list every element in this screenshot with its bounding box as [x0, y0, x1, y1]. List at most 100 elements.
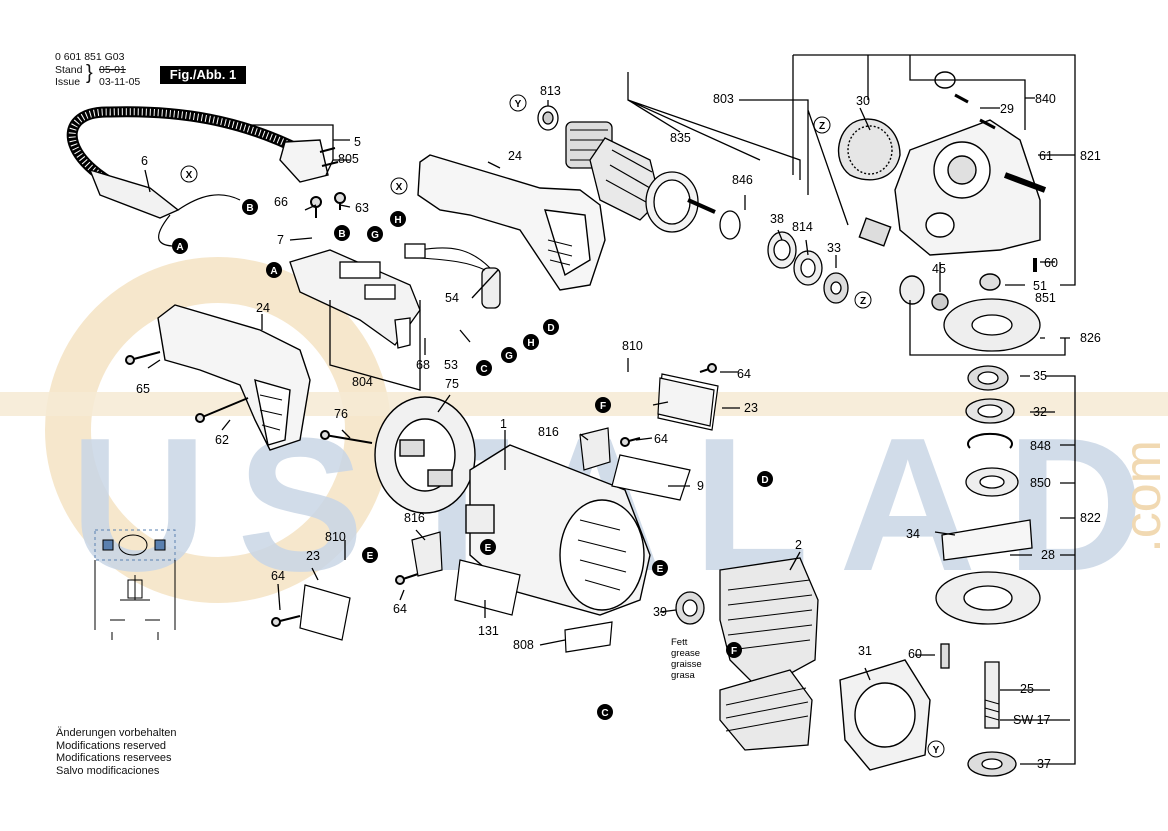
screws	[125, 192, 717, 627]
callout-65: 65	[136, 382, 150, 396]
marker-D-coil: D	[757, 471, 773, 487]
gear-housing	[837, 71, 1047, 311]
marker-D-switch: D	[543, 319, 559, 335]
svg-text:G: G	[371, 230, 379, 241]
marker-F-coil: F	[726, 642, 742, 658]
callout-816-left: 816	[404, 511, 425, 525]
callout-64-c: 64	[271, 569, 285, 583]
watermark-ring	[45, 257, 391, 603]
callout-7: 7	[277, 233, 284, 247]
callout-810-left: 810	[325, 530, 346, 544]
callout-805: 805	[338, 152, 359, 166]
svg-text:Fett: Fett	[671, 637, 688, 648]
svg-text:C: C	[480, 364, 487, 375]
part-number: 0 601 851 G03	[55, 51, 125, 63]
issue-date: 03-11-05	[99, 76, 141, 88]
svg-text:H: H	[527, 338, 534, 349]
callout-39: 39	[653, 605, 667, 619]
callout-25: 25	[1020, 682, 1034, 696]
bearing-39	[675, 591, 705, 625]
marker-G-cap: G	[367, 226, 383, 242]
callout-2: 2	[795, 538, 802, 552]
svg-text:B: B	[246, 203, 253, 214]
callout-835: 835	[670, 131, 691, 145]
callout-54: 54	[445, 291, 459, 305]
marker-A-cord: A	[172, 238, 188, 254]
callout-822: 822	[1080, 511, 1101, 525]
svg-text:Z: Z	[860, 296, 866, 307]
note-de: Änderungen vorbehalten	[56, 727, 177, 739]
callout-60-bottom: 60	[908, 647, 922, 661]
callout-851: 851	[1035, 291, 1056, 305]
callout-32: 32	[1033, 405, 1047, 419]
marker-E-housing: E	[480, 539, 496, 555]
svg-text:Y: Y	[933, 745, 940, 756]
marker-F-brush: F	[595, 397, 611, 413]
motor-housing	[465, 444, 651, 616]
marker-H-cap: H	[390, 211, 406, 227]
svg-text:X: X	[396, 182, 403, 193]
callout-61: 61	[1039, 149, 1053, 163]
callout-66: 66	[274, 195, 288, 209]
connector-markers: A A B B C C D D E E E F F G G H H X X Y …	[172, 94, 945, 758]
armature	[537, 105, 716, 233]
callout-33: 33	[827, 241, 841, 255]
callout-60-top: 60	[1044, 256, 1058, 270]
svg-text:X: X	[186, 170, 193, 181]
callout-6: 6	[141, 154, 148, 168]
marker-C-switch: C	[476, 360, 492, 376]
switch-assembly	[289, 249, 421, 349]
callout-804: 804	[352, 375, 373, 389]
power-cord	[66, 106, 339, 247]
brush-holder-ring	[374, 396, 476, 514]
svg-text:D: D	[547, 323, 554, 334]
callout-68: 68	[416, 358, 430, 372]
callout-9: 9	[697, 479, 704, 493]
marker-Y-armature: Y	[509, 94, 527, 112]
stand-label: Stand	[55, 64, 83, 76]
callout-29: 29	[1000, 102, 1014, 116]
callout-848: 848	[1030, 439, 1051, 453]
marker-B-switch: B	[334, 225, 350, 241]
note-en: Modifications reserved	[56, 739, 167, 752]
callout-64-a: 64	[737, 367, 751, 381]
callout-23-left: 23	[306, 549, 320, 563]
nameplates	[299, 373, 719, 653]
svg-text:D: D	[761, 475, 768, 486]
old-issue-date: 05-01	[99, 64, 126, 76]
armature-bearings	[719, 210, 849, 304]
callout-76: 76	[334, 407, 348, 421]
callout-sw17: SW 17	[1013, 713, 1051, 727]
callout-821: 821	[1080, 149, 1101, 163]
callout-816-right: 816	[538, 425, 559, 439]
figure-label: Fig./Abb. 1	[160, 66, 246, 84]
side-handle	[157, 304, 311, 451]
callout-34: 34	[906, 527, 920, 541]
callout-24-top: 24	[508, 149, 522, 163]
callout-28: 28	[1041, 548, 1055, 562]
marker-E-brush: E	[362, 547, 378, 563]
callout-30: 30	[856, 94, 870, 108]
wiring-schematic	[94, 529, 176, 640]
callout-24-left: 24	[256, 301, 270, 315]
callout-23-top: 23	[744, 401, 758, 415]
callout-850: 850	[1030, 476, 1051, 490]
svg-text:E: E	[367, 551, 374, 562]
svg-text:B: B	[338, 229, 345, 240]
callout-64-d: 64	[393, 602, 407, 616]
marker-C-coil: C	[597, 704, 613, 720]
callout-803: 803	[713, 92, 734, 106]
svg-text:Y: Y	[515, 99, 522, 110]
callout-63: 63	[355, 201, 369, 215]
callout-5: 5	[354, 135, 361, 149]
svg-text:G: G	[505, 351, 513, 362]
brace-icon: }	[86, 62, 93, 84]
callout-37: 37	[1037, 757, 1051, 771]
callout-75: 75	[445, 377, 459, 391]
marker-B-cord: B	[242, 199, 258, 215]
marker-Z-gear: Z	[813, 116, 831, 134]
callout-826: 826	[1080, 331, 1101, 345]
svg-text:E: E	[485, 543, 492, 554]
